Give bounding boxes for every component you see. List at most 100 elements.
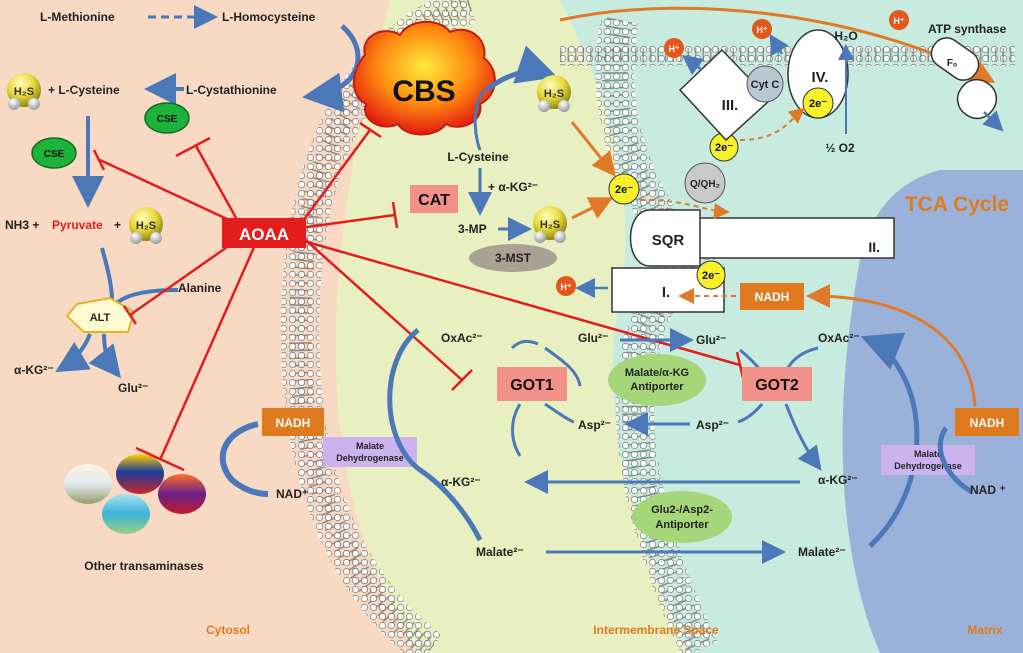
alt-akg-label: α-KG²⁻ [14,363,54,377]
nadh-cycle-arrow [219,421,269,497]
malate-ims-label: Malate²⁻ [476,545,524,559]
q-label: Q/QH₂ [690,179,720,190]
cytosol-malate-curve-arrow [387,328,483,542]
electron-pair-q: 2e⁻ [709,132,739,162]
complex-iv: IV. [787,29,849,119]
three-mst-label: 3-MST [495,251,532,265]
got2-asp-arrow [737,403,764,424]
alt-label: ALT [90,312,111,324]
aoaa-box: AOAA [222,218,306,248]
antiporter1-line2: Antiporter [630,381,684,393]
oxac-arrow [510,339,539,350]
cse-label-1: CSE [157,114,178,125]
cse-enzyme-2: CSE [31,137,77,169]
cat-label: CAT [418,192,450,209]
pyruvate-label: Pyruvate [52,218,103,232]
atp-synthase: Fₒ [930,37,998,120]
got1-label: GOT1 [510,377,554,394]
nadh-matrix-label: NADH [970,416,1005,430]
atp-synthase-proton-arrow [982,110,1004,132]
nad-matrix-label: NAD ⁺ [970,483,1006,497]
intermembrane-label: Intermembrane Space [593,623,719,637]
two-e-label-1: 2e⁻ [615,184,633,196]
glu-ims-label: Glu²⁻ [578,331,608,345]
oxac-ims-label: OxAc²⁻ [441,331,483,345]
half-o2-label: ½ O2 [825,141,855,155]
quinone-pool: Q/QH₂ [684,162,726,204]
alt-akg-arrow [55,333,92,373]
h2s-molecule-cytosol-2: H₂S [129,207,163,244]
plus-akg-label: + α-KG²⁻ [488,180,538,194]
got1-enzyme: GOT1 [497,367,567,401]
nadh-matrix-box: NADH [955,408,1019,436]
matrix-label: Matrix [967,623,1003,637]
h-plus-label-4: H⁺ [893,16,904,26]
complex-iii-to-iv-electron-arrow [739,107,806,141]
mdh-matrix-line1: Malate [914,449,942,459]
alt-glu-label: Glu²⁻ [118,381,148,395]
l-cysteine-product-label: + L-Cysteine [48,83,120,97]
electron-pair-sqr: 2e⁻ [608,173,640,205]
h2o-label: H₂O [834,29,857,43]
antiporter2-line1: Glu2-/Asp2- [651,504,713,516]
malate-akg-antiporter: Malate/α-KG Antiporter [608,354,706,406]
sqr-enzyme: SQR [629,209,701,267]
malate-matrix-label: Malate²⁻ [798,545,846,559]
l-homocysteine-label: L-Homocysteine [222,10,316,24]
complex-ii-label: II. [868,239,880,255]
glu-matrix-label: Glu²⁻ [696,333,726,347]
l-methionine-label: L-Methionine [40,10,115,24]
h-plus-top-2: H⁺ [889,10,909,30]
alt-up-arrow [100,247,114,301]
h2s-molecule-cytosol-1: H₂S [7,73,41,110]
asp-ims-label: Asp²⁻ [578,418,611,432]
h2s-to-2e-arrow-1 [570,121,616,177]
nadh-etc-label: NADH [755,290,790,304]
cat-enzyme: CAT [410,185,458,213]
cbs-label: CBS [392,75,455,108]
h2s-label-3: H₂S [544,88,564,100]
h-plus-complex-i: H⁺ [556,276,576,296]
h-plus-complex-iii: H⁺ [664,38,684,58]
mdh-cytosol-line2: Dehydrogenase [336,453,404,463]
cytosol-label: Cytosol [206,623,250,637]
two-e-label-4: 2e⁻ [809,98,827,110]
nh3-label: NH3 + [5,218,39,232]
mdh-cytosol-line1: Malate [356,441,384,451]
got1-akg-arrow [511,403,522,457]
cytochrome-c: Cyt C [746,65,784,103]
l-cystathionine-label: L-Cystathionine [186,83,277,97]
antiporter1-line1: Malate/α-KG [625,367,689,379]
other-transaminases-icons [64,454,206,534]
sqr-label: SQR [652,232,685,249]
h-plus-top-1: H⁺ [752,19,772,39]
nadh-cytosol-box: NADH [262,408,324,436]
cyt-c-label: Cyt C [751,79,780,91]
glu-asp-antiporter: Glu2-/Asp2- Antiporter [632,491,732,543]
nadh-cytosol-label: NADH [276,416,311,430]
aoaa-label: AOAA [239,225,289,244]
cse-label-2: CSE [44,149,65,160]
complex-iv-proton-arrow [769,33,789,57]
electron-pair-complex-i: 2e⁻ [696,260,726,290]
fo-label: Fₒ [947,58,957,69]
malate-dehydrogenase-matrix: Malate Dehydrogenase [881,445,975,475]
alanine-label: Alanine [178,281,222,295]
tca-region [842,170,1023,653]
complex-ii: II. [693,217,895,259]
complex-iii-label: III. [722,97,739,114]
matrix-nad-cycle-arrow [937,426,974,495]
two-e-label-3: 2e⁻ [702,270,720,282]
glu-to-got1-arrow [544,346,582,387]
got1-asp-arrow [544,402,575,424]
h-plus-label-2: H⁺ [668,44,679,54]
akg-ims-label: α-KG²⁻ [441,475,481,489]
other-transaminases-label: Other transaminases [84,559,204,573]
akg-matrix-label: α-KG²⁻ [818,473,858,487]
alt-glu-arrow [88,333,121,379]
h-plus-label-3: H⁺ [756,25,767,35]
tca-cycle-label: TCA Cycle [905,193,1009,216]
cbs-to-h2s-arrow [484,45,558,93]
aoaa-inhibition-lines [92,121,745,472]
